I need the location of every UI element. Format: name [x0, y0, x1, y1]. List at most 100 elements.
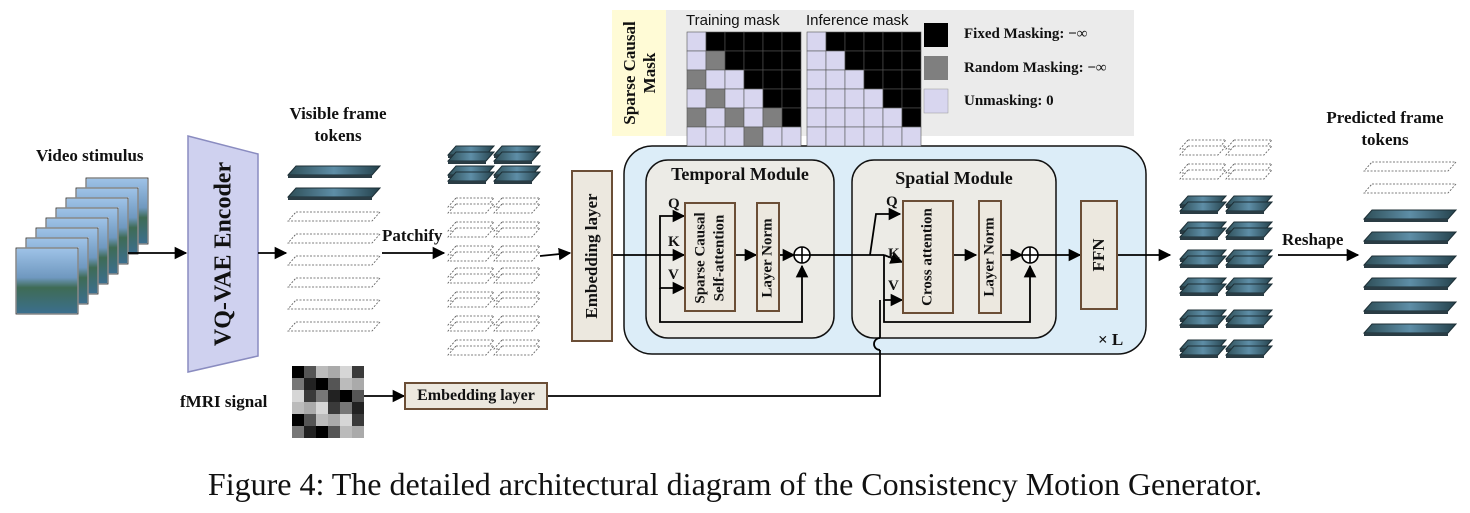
fmri-cell	[340, 426, 352, 438]
mask-cell	[762, 126, 783, 147]
inference-mask-grid	[806, 31, 922, 147]
fmri-cell	[292, 390, 304, 402]
frame-token-filled	[1224, 315, 1274, 328]
predicted-tokens-label-1: Predicted frame	[1326, 108, 1444, 127]
mask-cell	[882, 31, 903, 52]
fmri-cell	[352, 402, 364, 414]
frame-token-filled	[1224, 345, 1274, 358]
connectors	[128, 207, 1360, 403]
inference-mask-label: Inference mask	[806, 12, 909, 29]
fmri-cell	[352, 378, 364, 390]
visible-tokens-label-1: Visible frame	[289, 104, 387, 123]
mask-cell	[825, 126, 846, 147]
frame-token-empty	[287, 233, 381, 244]
frame-token-empty	[1363, 183, 1457, 194]
mask-cell	[781, 88, 802, 109]
mask-cell	[863, 50, 884, 71]
mask-cell	[825, 69, 846, 90]
mask-cell	[844, 126, 865, 147]
fmri-cell	[340, 366, 352, 378]
mask-cell	[901, 69, 922, 90]
fmri-embedding-box	[404, 382, 548, 410]
fmri-cell	[292, 414, 304, 426]
fmri-cell	[304, 426, 316, 438]
mask-cell	[762, 31, 783, 52]
fmri-cell	[328, 378, 340, 390]
frame-token-empty	[1363, 161, 1457, 172]
frame-token-empty	[1179, 169, 1227, 180]
fmri-cell	[292, 378, 304, 390]
mask-cell	[825, 88, 846, 109]
legend-random-label: Random Masking: −∞	[964, 60, 1107, 76]
mask-cell	[901, 126, 922, 147]
mask-cell	[743, 107, 764, 128]
frame-token-filled	[1362, 301, 1458, 314]
mask-cell	[901, 50, 922, 71]
mask-cell	[806, 88, 827, 109]
fmri-cell	[340, 390, 352, 402]
spatial-module-label: Spatial Module	[895, 168, 1013, 188]
frame-token-filled	[286, 165, 382, 178]
mask-cell	[705, 31, 726, 52]
training-mask-grid	[686, 31, 802, 147]
mask-cell	[844, 88, 865, 109]
frame-token-filled	[1224, 227, 1274, 240]
frame-token-filled	[1362, 323, 1458, 336]
fmri-cell	[340, 414, 352, 426]
mask-cell	[901, 107, 922, 128]
fmri-cell	[316, 390, 328, 402]
mask-cell	[724, 31, 745, 52]
repeat-label: × L	[1098, 330, 1124, 349]
frame-token-filled	[1178, 227, 1228, 240]
patchify-label: Patchify	[382, 226, 443, 245]
mask-cell	[806, 50, 827, 71]
mask-cell	[882, 126, 903, 147]
frame-token-empty	[493, 273, 541, 284]
frame-token-empty	[287, 211, 381, 222]
frame-token-empty	[447, 321, 495, 332]
mask-cell	[724, 88, 745, 109]
frame-token-empty	[493, 227, 541, 238]
mask-cell	[724, 50, 745, 71]
mask-cell	[825, 50, 846, 71]
output-patch-token-column	[1178, 139, 1274, 358]
predicted-token-column	[1362, 161, 1458, 336]
fmri-cell	[304, 378, 316, 390]
cross-attention-box	[902, 200, 954, 314]
mask-cell	[724, 126, 745, 147]
q-label-spatial: Q	[886, 194, 898, 210]
mask-cell	[901, 88, 922, 109]
fmri-cell	[316, 426, 328, 438]
frame-token-empty	[493, 251, 541, 262]
sparse-attention-box	[684, 202, 736, 312]
mask-cell	[762, 107, 783, 128]
mask-cell	[686, 126, 707, 147]
video-frame	[15, 247, 79, 315]
fmri-embedding-label: Embedding layer	[417, 387, 535, 404]
legend-unmask-swatch	[923, 88, 949, 114]
layer-norm-1-box	[756, 202, 780, 312]
mask-cell	[686, 107, 707, 128]
visible-tokens-label-2: tokens	[314, 126, 362, 145]
fmri-cell	[328, 390, 340, 402]
mask-cell	[762, 50, 783, 71]
frame-token-filled	[446, 171, 496, 184]
mask-cell	[781, 126, 802, 147]
mask-cell	[686, 50, 707, 71]
mask-cell	[724, 107, 745, 128]
frame-token-empty	[287, 277, 381, 288]
frame-token-filled	[1362, 255, 1458, 268]
fmri-cell	[316, 366, 328, 378]
frame-token-empty	[1225, 169, 1273, 180]
mask-cell	[686, 69, 707, 90]
mask-cell	[844, 69, 865, 90]
mask-cell	[762, 69, 783, 90]
fmri-cell	[352, 366, 364, 378]
q-label-temporal: Q	[668, 196, 680, 212]
mask-cell	[863, 107, 884, 128]
fmri-cell	[292, 402, 304, 414]
frame-token-filled	[492, 151, 542, 164]
encoder-trapezoid	[187, 135, 259, 373]
mask-cell	[863, 31, 884, 52]
mask-cell	[743, 50, 764, 71]
